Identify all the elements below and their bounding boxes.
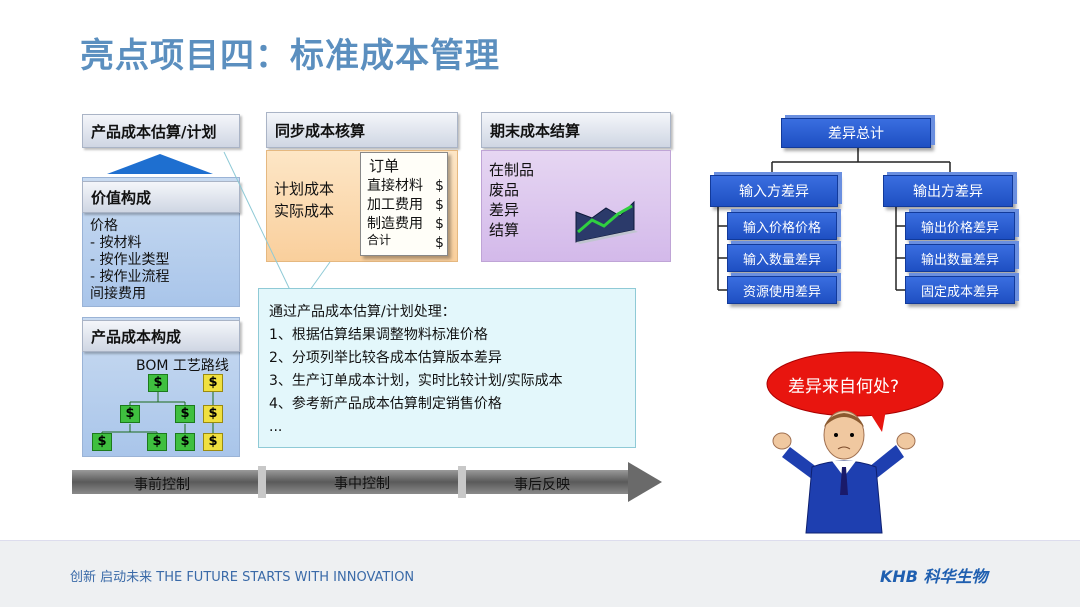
input-variance-item: 资源使用差异 (727, 276, 837, 304)
page-title: 亮点项目四：标准成本管理 (80, 36, 500, 76)
footer-slogan: 创新 启动未来 THE FUTURE STARTS WITH INNOVATIO… (70, 570, 415, 585)
value-line: - 按作业流程 (90, 269, 170, 285)
callout-intro: 通过产品成本估算/计划处理： (269, 304, 456, 320)
sync-line: 实际成本 (274, 202, 335, 220)
structure-caption: BOM 工艺路线 (136, 358, 229, 374)
value-header: 价值构成 (82, 181, 240, 213)
callout-text: 通过产品成本估算/计划处理： 1、根据估算结果调整物料标准价格 2、分项列举比较… (269, 301, 563, 439)
period-line: 在制品 (489, 161, 535, 179)
timeline-divider (458, 466, 466, 498)
value-lines: 价格 - 按材料 - 按作业类型 - 按作业流程 间接费用 (90, 218, 170, 303)
variance-total: 差异总计 (781, 118, 931, 148)
value-line: 间接费用 (90, 286, 146, 302)
output-variance-item: 输出价格差异 (905, 212, 1015, 240)
callout-item: 4、参考新产品成本估算制定销售价格 (269, 396, 502, 412)
order-item: 直接材料 (367, 178, 423, 194)
input-variance-item: 输入价格价格 (727, 212, 837, 240)
order-title: 订单 (369, 157, 400, 175)
callout-box: 通过产品成本估算/计划处理： 1、根据估算结果调整物料标准价格 2、分项列举比较… (258, 288, 636, 448)
bom-node: $ (120, 405, 140, 423)
bom-tree-lines (101, 392, 214, 436)
callout-item: 2、分项列举比较各成本估算版本差异 (269, 350, 502, 366)
timeline-arrowhead (628, 462, 662, 502)
period-line: 差异 (489, 201, 520, 219)
estimate-header: 产品成本估算/计划 (82, 114, 240, 148)
input-variance-header: 输入方差异 (710, 175, 838, 207)
bom-node-route: $ (203, 405, 223, 423)
callout-item: 3、生产订单成本计划，实时比较计划/实际成本 (269, 373, 563, 389)
period-lines: 在制品 废品 差异 结算 (489, 160, 534, 240)
trend-chart-icon (575, 200, 638, 244)
variance-tree-lines (717, 146, 951, 291)
order-dollar: $ (435, 216, 444, 232)
order-item: 合计 (367, 233, 392, 247)
footer-bar (0, 540, 1080, 607)
speech-bubble (766, 351, 944, 432)
up-triangle (107, 154, 213, 174)
bom-node: $ (175, 433, 195, 451)
order-dollar: $ (435, 178, 444, 194)
period-header: 期末成本结算 (481, 112, 671, 148)
value-line: - 按材料 (90, 235, 142, 251)
order-item: 加工费用 (367, 197, 423, 213)
bom-node-route: $ (203, 374, 223, 392)
timeline-label: 事前控制 (134, 477, 190, 493)
order-dollar: $ (435, 197, 444, 213)
period-line: 废品 (489, 181, 520, 199)
sync-line: 计划成本 (274, 180, 335, 198)
order-document: 订单 直接材料 加工费用 制造费用 合计 $ $ $ $ (360, 152, 448, 256)
period-line: 结算 (489, 221, 520, 239)
callout-pointers (223, 151, 331, 291)
sync-header: 同步成本核算 (266, 112, 458, 148)
question-text: 差异来自何处? (788, 377, 900, 397)
input-variance-item: 输入数量差异 (727, 244, 837, 272)
callout-item: ... (269, 419, 283, 435)
value-line: - 按作业类型 (90, 252, 170, 268)
order-item: 制造费用 (367, 216, 423, 232)
structure-header: 产品成本构成 (82, 320, 240, 352)
period-panel (481, 150, 671, 262)
callout-item: 1、根据估算结果调整物料标准价格 (269, 327, 488, 343)
output-variance-header: 输出方差异 (883, 175, 1013, 207)
order-items: 直接材料 加工费用 制造费用 合计 (367, 177, 423, 246)
sync-lines: 计划成本 实际成本 (274, 178, 334, 222)
output-variance-item: 输出数量差异 (905, 244, 1015, 272)
value-line: 价格 (90, 218, 118, 234)
timeline-bar (72, 470, 632, 494)
bom-node: $ (92, 433, 112, 451)
bom-node: $ (175, 405, 195, 423)
order-dollars: $ $ $ $ (435, 177, 444, 253)
timeline-divider (258, 466, 266, 498)
bom-node: $ (147, 433, 167, 451)
bom-node-root: $ (148, 374, 168, 392)
bom-node-route: $ (203, 433, 223, 451)
timeline-label: 事中控制 (334, 476, 390, 492)
output-variance-item: 固定成本差异 (905, 276, 1015, 304)
brand-logo: KHB 科华生物 (880, 567, 988, 586)
questioning-man-icon (772, 410, 916, 534)
order-dollar: $ (435, 235, 444, 251)
timeline-label: 事后反映 (514, 477, 570, 493)
